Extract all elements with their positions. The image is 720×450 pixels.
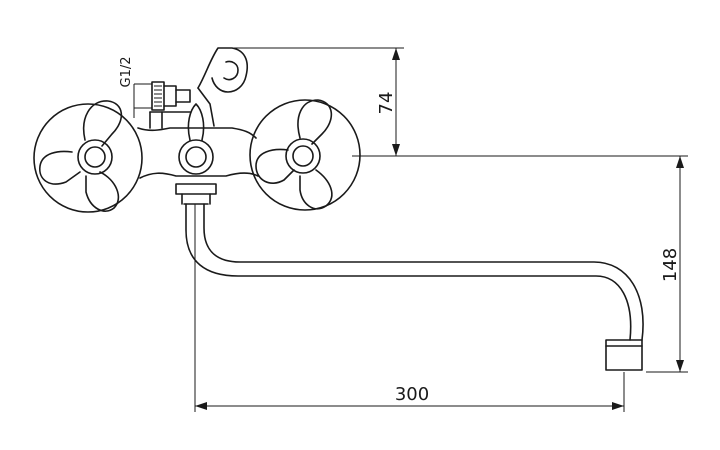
dimension-148-label: 148: [660, 248, 681, 282]
right-handle: [249, 99, 361, 211]
dimension-74-label: 74: [376, 92, 397, 115]
mixer-body: [137, 103, 259, 205]
wall-connector: [133, 81, 191, 118]
dimension-74: [218, 47, 404, 157]
thread-label: G1/2: [119, 57, 134, 88]
shower-holder: [197, 47, 248, 127]
spout: [185, 203, 644, 371]
dimension-148: [398, 155, 688, 373]
dimension-300: [194, 204, 625, 412]
left-handle: [33, 100, 143, 213]
dimension-300-label: 300: [395, 384, 429, 405]
